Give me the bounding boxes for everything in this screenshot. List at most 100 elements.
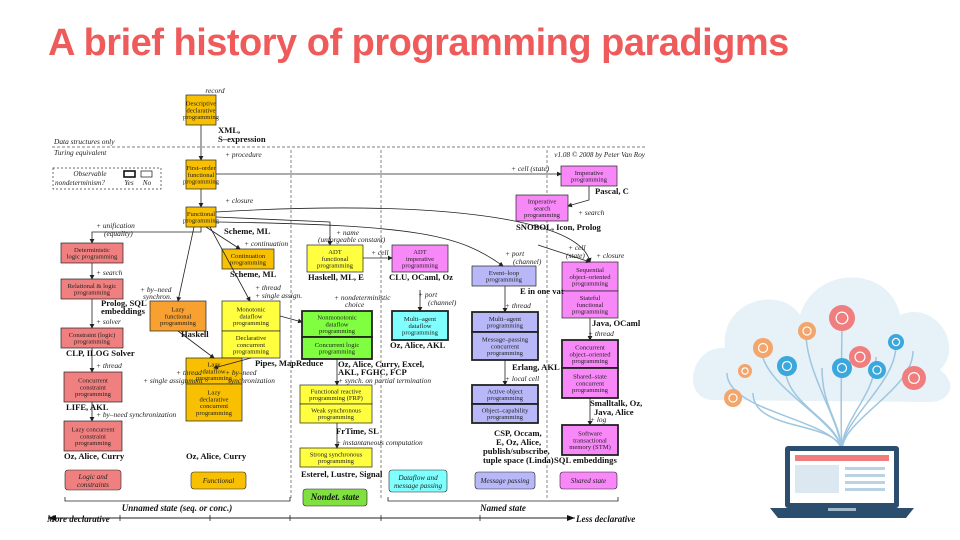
bracket-named [387, 497, 619, 502]
node-text: functional [165, 313, 192, 320]
edge-label: + single assign. [255, 291, 302, 300]
language-label: Pascal, C [595, 186, 629, 196]
node-text: programming [572, 309, 609, 316]
language-label: embeddings [101, 306, 146, 316]
node-text: Software [578, 431, 602, 438]
category-badge: Nondet. state [302, 488, 368, 507]
named-state-label: Named state [479, 503, 526, 513]
legend-line1: Observable [73, 170, 107, 178]
edge-label: + instantaneous computation [336, 438, 423, 447]
node-text: dataflow [202, 368, 225, 375]
language-label: CLP, ILOG Solver [66, 348, 135, 358]
node-text: programming [74, 290, 111, 297]
language-label: Scheme, ML [224, 226, 271, 236]
edge-name [215, 216, 333, 246]
edge-label: + continuation [244, 239, 289, 248]
database-icon [829, 305, 855, 331]
cloud-line [840, 312, 843, 453]
legend-yes-swatch [123, 170, 136, 178]
cloud-line [752, 392, 843, 453]
node-text: First–order [186, 165, 216, 172]
node-text: object–oriented [569, 351, 611, 358]
node-text: imperative [406, 256, 434, 263]
node-text: programming [230, 260, 267, 267]
edge-label: + log [590, 415, 607, 424]
edge-thread3 [213, 357, 252, 370]
category-line1: Shared state [571, 477, 607, 485]
version-note: v1.08 © 2008 by Peter Van Roy [554, 151, 645, 159]
node-text: transactional [573, 437, 607, 444]
category-line2: constraints [77, 481, 109, 489]
cloud-line [841, 350, 914, 453]
category-badge: Shared state [559, 471, 618, 490]
node-text: programming [183, 218, 220, 225]
node-text: Imperative [575, 170, 604, 177]
node-text: Lazy concurrent [71, 427, 114, 434]
edge-label: + procedure [225, 150, 262, 159]
edge-label: + thread [255, 283, 281, 292]
node-text: programming [524, 212, 561, 219]
category-line1: Dataflow and [397, 474, 438, 482]
category-badge: Message passing [474, 471, 536, 490]
node-text: Functional [187, 211, 215, 218]
edge-label: (equality) [104, 229, 133, 238]
edge-label: + search [96, 268, 123, 277]
category-line1: Message passing [480, 477, 530, 485]
node-text: Declarative [236, 335, 266, 342]
edge-label: + solver [96, 317, 121, 326]
node-text: programming [487, 323, 524, 330]
node-text: ADT [328, 249, 342, 256]
node-text: functional [322, 256, 349, 263]
language-label: FrTime, SL [336, 426, 379, 436]
edge-unification [89, 227, 202, 244]
node-text: Multi–agent [404, 316, 436, 323]
node-text: Relational & logic [68, 283, 117, 290]
node-text: dataflow [408, 323, 431, 330]
gauge-icon [798, 322, 816, 340]
node-text: programming [74, 339, 111, 346]
language-label: LIFE, AKL [66, 402, 109, 412]
language-label: Java, OCaml [592, 318, 641, 328]
node-text: Monotonic [237, 307, 266, 314]
node-text: Stateful [580, 295, 601, 302]
cloud-illustration [693, 277, 951, 518]
node-text: programming [487, 350, 524, 357]
node-text: programming [319, 328, 356, 335]
language-label: Oz, Alice, AKL [390, 340, 446, 350]
node-text: logic programming [67, 254, 118, 261]
node-text: programming [160, 320, 197, 327]
edge-by-need [176, 226, 195, 302]
node-text: Nonmonotonic [317, 315, 357, 322]
display-text-line [845, 488, 885, 491]
node-text: programming [572, 387, 609, 394]
node-text: constraint [80, 384, 106, 391]
legend-yes: Yes [124, 179, 134, 187]
language-label: Haskell, ML, E [308, 272, 364, 282]
laptop-notch [828, 508, 856, 511]
legend-no: No [142, 179, 152, 187]
language-label: Oz, Alice, Curry [186, 451, 247, 461]
language-label: Prolog, SQL [101, 298, 147, 308]
node-text: programming [183, 179, 220, 186]
node-text: programming [487, 414, 524, 421]
display-text-line [845, 467, 885, 470]
category-line2: message passing [394, 482, 443, 490]
node-text: Message–passing [482, 337, 529, 344]
edge-label: + thread [96, 361, 122, 370]
